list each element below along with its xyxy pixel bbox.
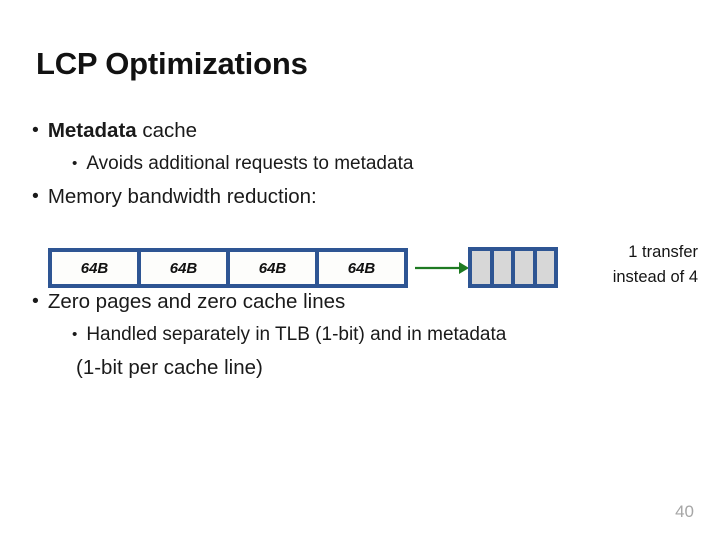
bullet-rest-text: cache [136,119,198,142]
bullet-zero-pages-label: Zero pages and zero cache lines [47,290,346,313]
bullet-bold-prefix: Metadata [47,119,137,142]
page-number: 40 [675,502,694,521]
bullet-metadata-cache: • Metadata cache [24,114,696,147]
cacheline-cell: 64B [141,252,230,284]
transfer-note: 1 transfer instead of 4 [566,240,698,290]
compressed-cell [536,251,554,284]
bullet-marker-icon: • [32,185,39,207]
bullet-avoids-additional-requests-label: Avoids additional requests to metadata [86,153,414,174]
arrow-right-icon [415,258,469,278]
compressed-cacheline-bar [468,247,558,288]
bullet-handled-separately-label: Handled separately in TLB (1-bit) and in… [86,324,507,345]
cacheline-cell: 64B [230,252,319,284]
compressed-cell [515,251,537,284]
bullet-marker-icon: • [72,326,78,343]
cacheline-cell: 64B [319,252,404,284]
bullet-avoids-additional-requests: • Avoids additional requests to metadata [24,147,696,180]
bullet-memory-bandwidth-reduction: • Memory bandwidth reduction: [24,180,696,213]
bullet-zero-pages: • Zero pages and zero cache lines [24,285,696,318]
compressed-cell [493,251,515,284]
bullet-metadata-cache-label: Metadata cache [48,114,696,147]
bullet-marker-icon: • [72,155,78,172]
transfer-note-line-2: instead of 4 [612,268,698,286]
transfer-note-line-1: 1 transfer [628,243,698,261]
bullet-handled-separately: • Handled separately in TLB (1-bit) and … [24,318,696,351]
bullet-memory-bandwidth-reduction-label: Memory bandwidth reduction: [47,185,317,208]
bullet-marker-icon: • [32,119,39,141]
compressed-cell [472,251,494,284]
bullet-continuation-line: (1-bit per cache line) [76,356,263,379]
cacheline-cell: 64B [52,252,141,284]
slide-body: • Metadata cache • Avoids additional req… [24,114,696,384]
uncompressed-cacheline-bar: 64B 64B 64B 64B [48,248,408,288]
page-title: LCP Optimizations [36,46,308,81]
bullet-marker-icon: • [32,290,39,312]
